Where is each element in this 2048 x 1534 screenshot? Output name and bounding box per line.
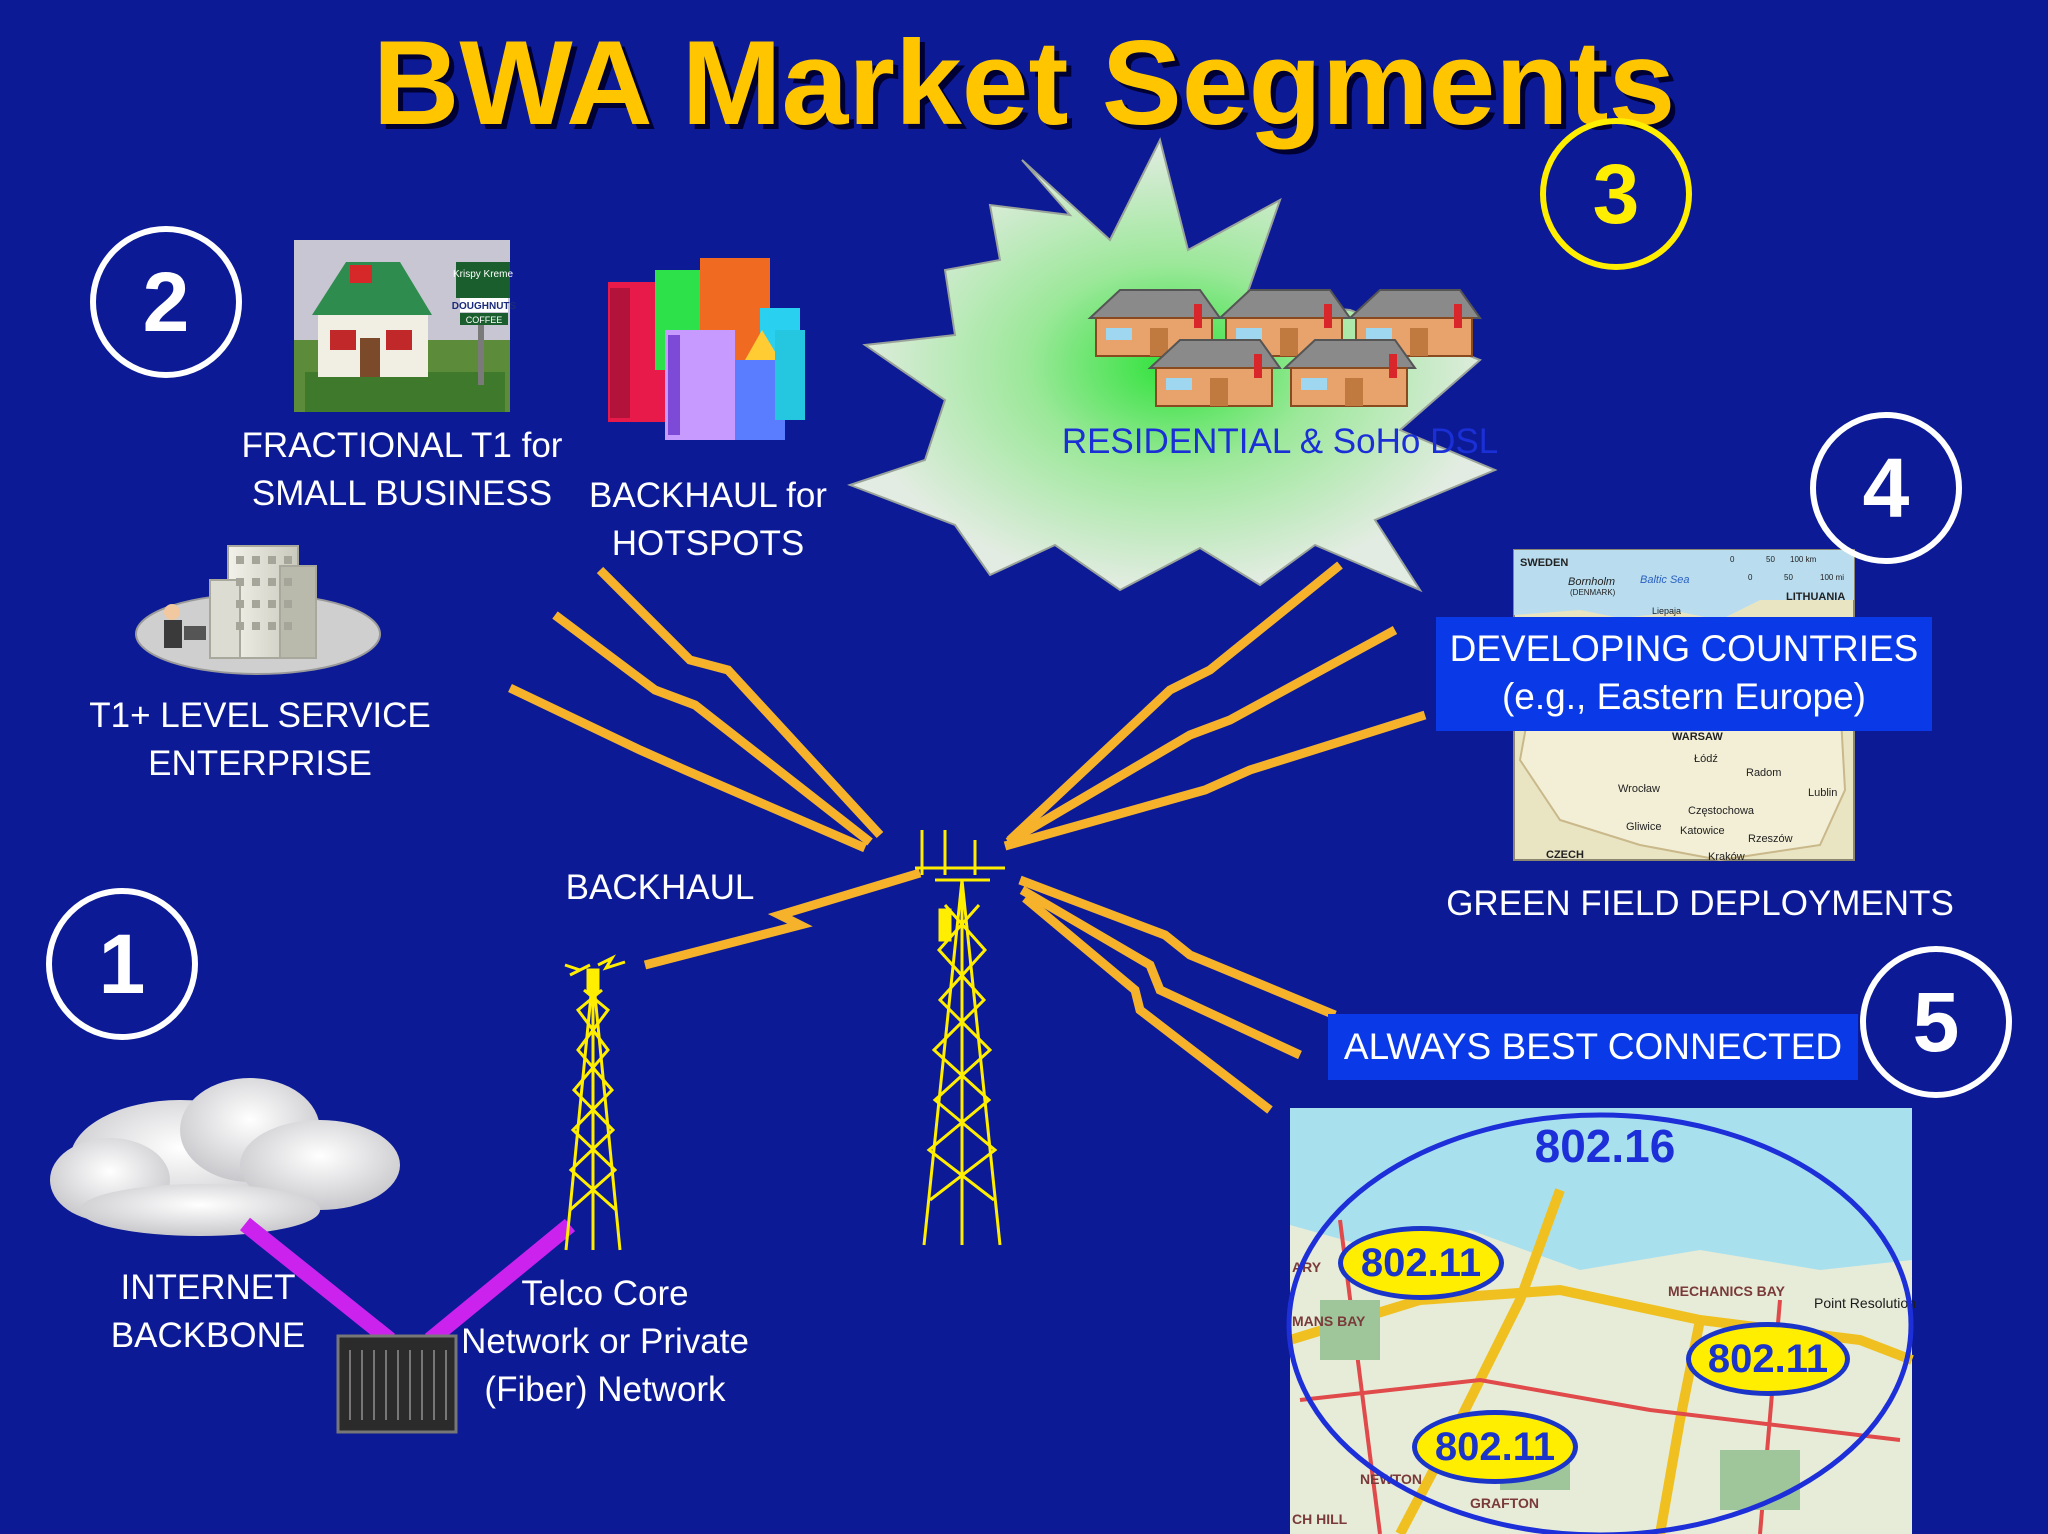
map-label: LITHUANIA (1786, 591, 1845, 603)
main-tower-icon (915, 830, 1005, 1246)
segment-number-1: 1 (46, 888, 198, 1040)
map-label: Radom (1746, 767, 1781, 779)
wimax-coverage-ellipse (1286, 1112, 1914, 1534)
map-scale: 50 (1766, 555, 1775, 564)
map-label: Katowice (1680, 825, 1725, 837)
map-scale: 0 (1748, 573, 1753, 582)
lightning-bolt (1022, 894, 1273, 1114)
small-business-label: FRACTIONAL T1 for SMALL BUSINESS (222, 422, 582, 518)
hotspot-buildings-icon (608, 258, 805, 440)
segment-number-3: 3 (1540, 118, 1692, 270)
segment-number-4: 4 (1810, 412, 1962, 564)
enterprise-building-icon (135, 545, 381, 675)
map-label: WARSAW (1672, 731, 1723, 743)
lightning-bolt (508, 683, 867, 853)
label-line: (Fiber) Network (484, 1370, 726, 1409)
label-line: FRACTIONAL T1 for (241, 426, 563, 465)
backhaul-label: BACKHAUL (540, 864, 780, 912)
lightning-bolt (552, 611, 873, 846)
lightning-bolt (596, 566, 884, 839)
lightning-bolt (643, 868, 922, 970)
map-place: MANS BAY (1292, 1313, 1366, 1329)
store-sign-doughnuts: DOUGHNUTS (452, 301, 517, 312)
label-line: BACKHAUL for (589, 476, 827, 515)
map-label: Rzeszów (1748, 833, 1793, 845)
residential-label: RESIDENTIAL & SoHo DSL (1040, 418, 1520, 466)
segment-number-2: 2 (90, 226, 242, 378)
map-place: Point Resolution (1814, 1295, 1916, 1311)
lightning-bolt (1019, 886, 1302, 1060)
box-line: (e.g., Eastern Europe) (1501, 676, 1867, 717)
label-line: Telco Core (521, 1274, 689, 1313)
always-best-connected-box: ALWAYS BEST CONNECTED (1328, 1014, 1858, 1080)
label-line: INTERNET (120, 1268, 296, 1307)
house-icon (1284, 339, 1416, 407)
box-line: DEVELOPING COUNTRIES (1449, 628, 1919, 669)
map-label: Bornholm (1568, 576, 1615, 588)
map-label: Wrocław (1618, 783, 1660, 795)
fiber-links (240, 1217, 576, 1347)
map-label: SWEDEN (1520, 557, 1568, 569)
internet-backbone-label: INTERNET BACKBONE (70, 1264, 346, 1360)
city-map-image: MECHANICS BAY Point Resolution NEWTON GR… (1286, 1108, 1916, 1534)
segment-number-5: 5 (1860, 946, 2012, 1098)
label-line: T1+ LEVEL SERVICE (89, 696, 431, 735)
label-line: GREEN FIELD DEPLOYMENTS (1446, 884, 1954, 923)
map-place: CH HILL (1292, 1511, 1348, 1527)
lightning-bolt (1018, 875, 1337, 1020)
map-place: GRAFTON (1470, 1495, 1539, 1511)
page-title: BWA Market Segments (372, 16, 1676, 150)
lightning-bolt (1006, 561, 1343, 844)
hotspots-label: BACKHAUL for HOTSPOTS (565, 472, 851, 568)
label-line: BACKBONE (110, 1316, 306, 1355)
telco-core-label: Telco Core Network or Private (Fiber) Ne… (444, 1270, 766, 1414)
wifi-badge: 802.11 (1412, 1410, 1578, 1484)
map-label: Częstochowa (1688, 805, 1755, 817)
map-place: MECHANICS BAY (1668, 1283, 1786, 1299)
green-field-label: GREEN FIELD DEPLOYMENTS (1440, 880, 1960, 928)
map-scale: 100 km (1790, 555, 1817, 564)
internet-cloud-icon (50, 1078, 400, 1236)
map-label: Kraków (1708, 851, 1745, 863)
enterprise-label: T1+ LEVEL SERVICE ENTERPRISE (70, 692, 450, 788)
doughnut-shop-image: Krispy Kreme DOUGHNUTS COFFEE (294, 240, 517, 412)
map-scale: 100 mi (1820, 573, 1844, 582)
map-label: Gliwice (1626, 821, 1661, 833)
label-line: Network or Private (461, 1322, 749, 1361)
label-line: HOTSPOTS (611, 524, 805, 563)
lightning-bolt (1003, 710, 1427, 851)
map-scale: 50 (1784, 573, 1793, 582)
label-line: SMALL BUSINESS (251, 474, 553, 513)
map-label: CZECH (1546, 849, 1584, 861)
wifi-badge: 802.11 (1686, 1322, 1850, 1396)
wireless-links (508, 561, 1427, 1114)
label-line: RESIDENTIAL & SoHo DSL (1061, 422, 1499, 461)
store-sign-name: Krispy Kreme (453, 269, 513, 280)
developing-countries-box: DEVELOPING COUNTRIES (e.g., Eastern Euro… (1436, 617, 1932, 731)
network-switch-icon (336, 1334, 458, 1434)
wimax-label: 802.16 (1535, 1120, 1676, 1172)
label-line: BACKHAUL (565, 868, 755, 907)
wifi-badge: 802.11 (1338, 1226, 1504, 1300)
store-sign-coffee: COFFEE (466, 315, 503, 325)
map-label: Liepaja (1652, 606, 1681, 616)
lightning-bolt (1005, 626, 1398, 846)
map-label: (DENMARK) (1570, 588, 1616, 597)
house-icon (1149, 339, 1281, 407)
backhaul-tower-icon (564, 954, 626, 1251)
label-line: ENTERPRISE (148, 744, 372, 783)
box-line: ALWAYS BEST CONNECTED (1343, 1026, 1843, 1067)
map-label: Lublin (1808, 787, 1837, 799)
map-scale: 0 (1730, 555, 1735, 564)
map-label: Baltic Sea (1640, 574, 1690, 586)
map-label: Łódź (1694, 753, 1718, 765)
